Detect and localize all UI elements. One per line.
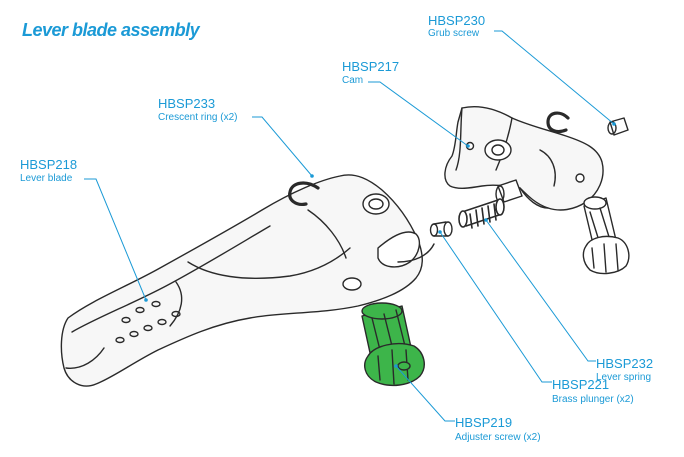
label-code-hbsp230: HBSP230 <box>428 13 486 28</box>
leader-hbsp230 <box>494 30 615 125</box>
grub-screw-part <box>607 117 629 136</box>
leader-hbsp217 <box>368 81 469 147</box>
cam-part <box>444 106 604 211</box>
label-desc-adjuster-screw: Adjuster screw (x2) <box>455 432 541 443</box>
diagram-title: Lever blade assembly <box>22 20 200 40</box>
label-code-hbsp219: HBSP219 <box>455 415 513 430</box>
label-code-hbsp217: HBSP217 <box>342 59 400 74</box>
label-desc-grub-screw: Grub screw <box>428 28 480 39</box>
label-desc-brass-plunger: Brass plunger (x2) <box>552 394 634 405</box>
label-desc-cam: Cam <box>342 75 364 86</box>
crescent-ring-left <box>288 181 320 206</box>
lever-blade-part <box>60 174 435 387</box>
brass-plunger-small <box>429 221 453 237</box>
label-code-hbsp221: HBSP221 <box>552 377 610 392</box>
leader-hbsp232 <box>485 219 596 362</box>
label-desc-crescent-ring: Crescent ring (x2) <box>158 112 238 123</box>
label-code-hbsp218: HBSP218 <box>20 157 78 172</box>
leader-hbsp221 <box>439 231 552 383</box>
label-desc-lever-blade: Lever blade <box>20 173 73 184</box>
adjuster-screw-front <box>361 302 425 387</box>
leader-hbsp219 <box>395 365 455 422</box>
crescent-ring-right <box>546 111 570 134</box>
label-code-hbsp233: HBSP233 <box>158 96 216 111</box>
leader-hbsp233 <box>252 116 313 177</box>
label-desc-lever-spring: Lever spring <box>596 372 652 383</box>
label-code-hbsp232: HBSP232 <box>596 356 654 371</box>
adjuster-screw-right <box>582 196 630 275</box>
lever-spring-part <box>458 198 505 229</box>
leader-hbsp218 <box>84 178 147 301</box>
